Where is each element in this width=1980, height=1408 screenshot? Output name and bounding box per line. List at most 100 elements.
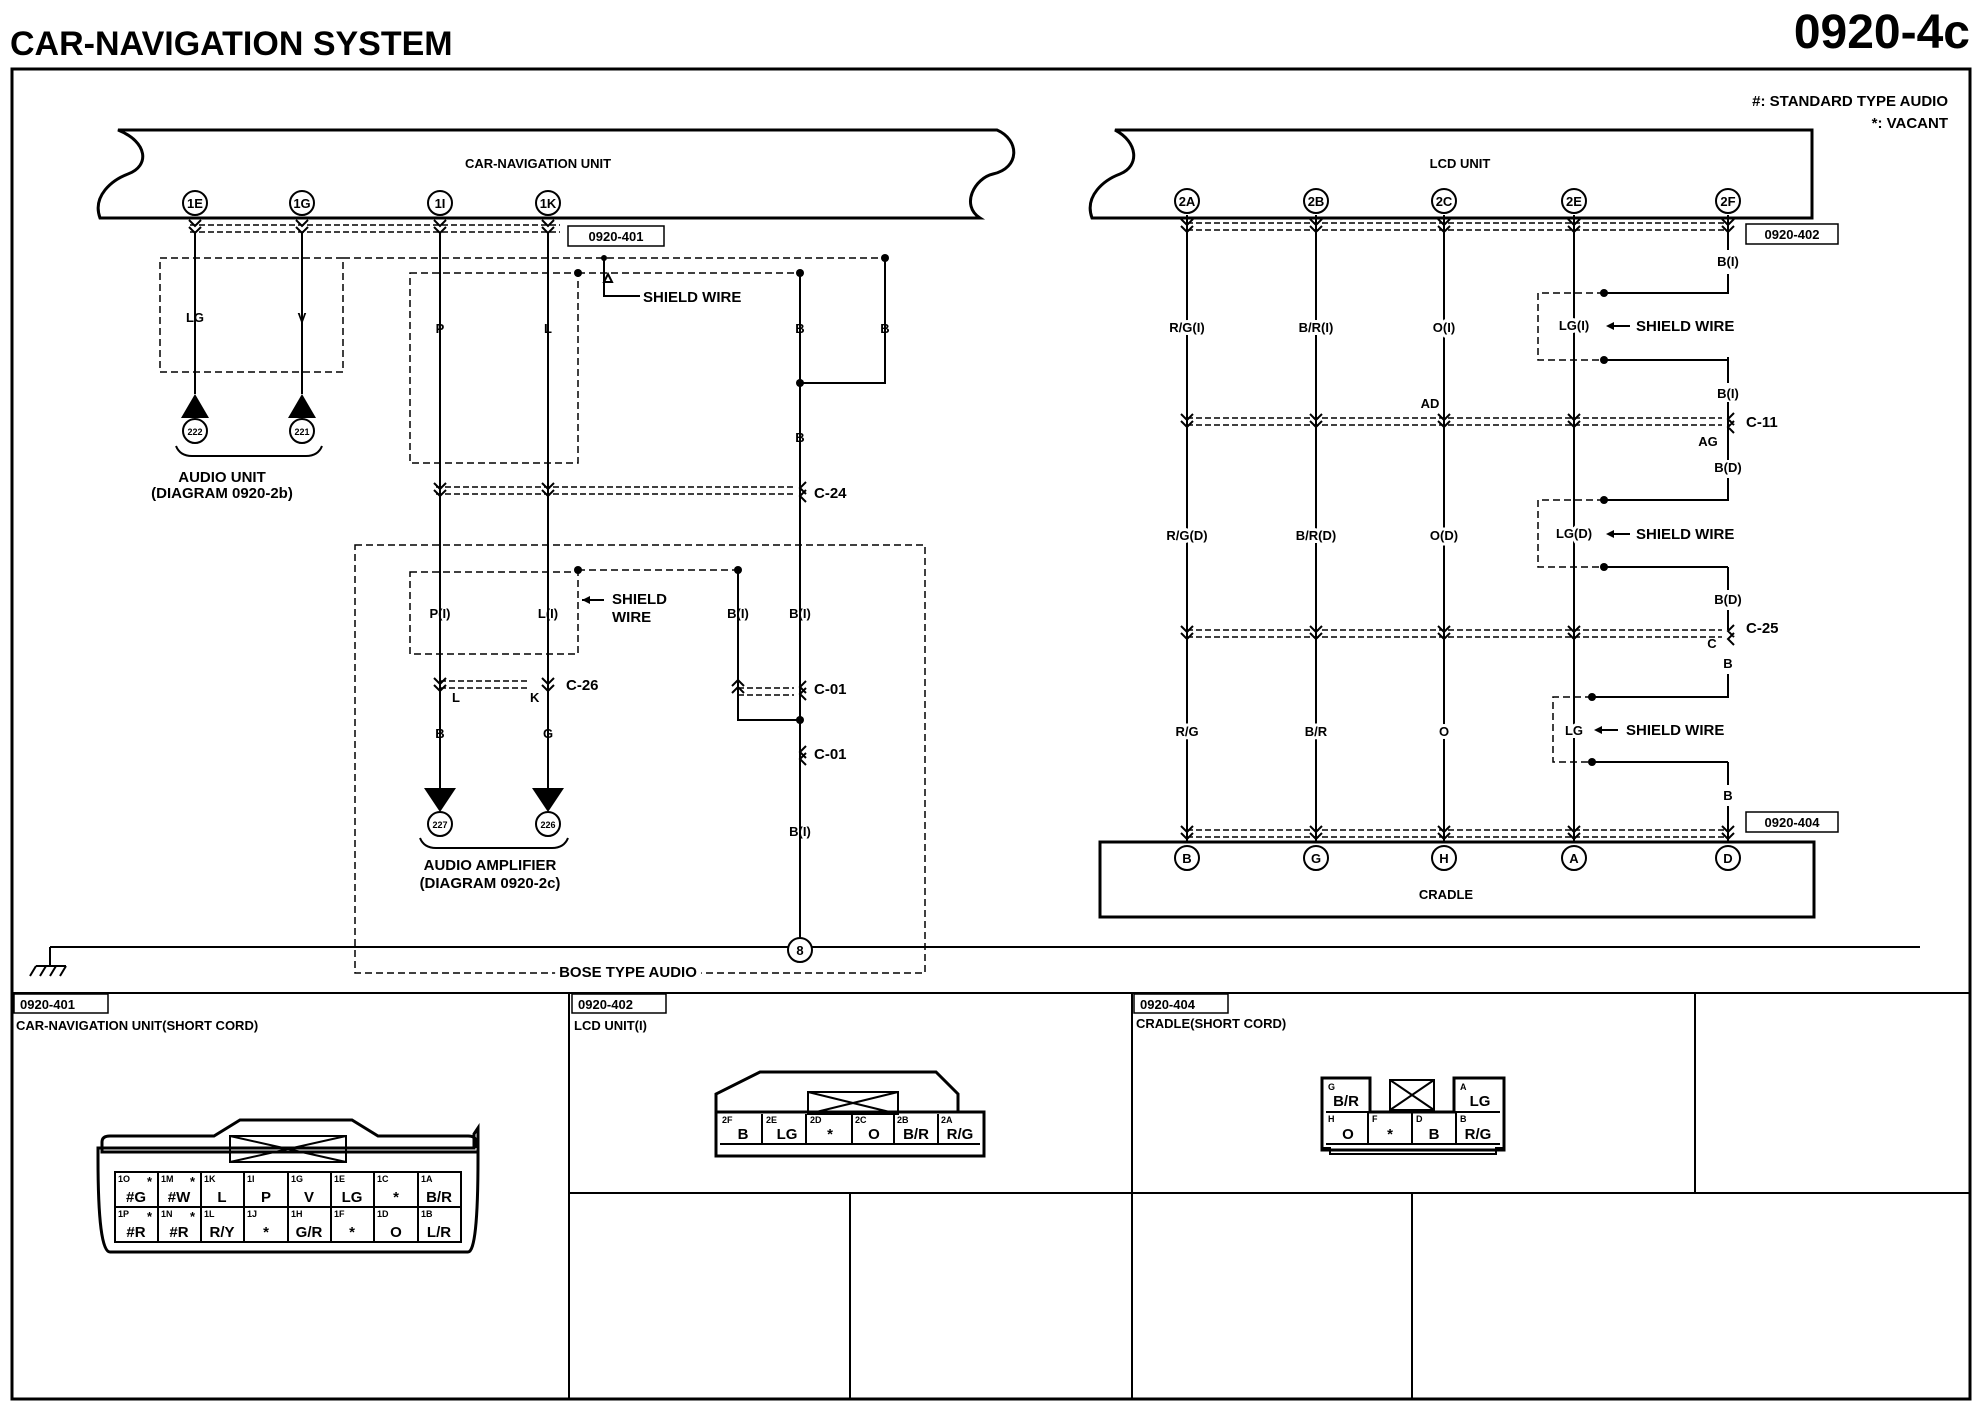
wire-amp-g: G [543, 726, 553, 741]
shield-wire-label-3: SHIELD WIRE [1636, 526, 1734, 543]
pin-2a [1174, 188, 1200, 214]
connector-panel-grid [12, 992, 1970, 1399]
wire-b-3: B [795, 430, 804, 445]
cradle-pin-d-label: D [1723, 851, 1732, 866]
pin-2a-wire: R/G [947, 1126, 974, 1143]
junction [796, 379, 804, 387]
terminal-227-label: 227 [432, 820, 447, 830]
connector-ref-401: 0920-401 [589, 229, 644, 244]
wire-ag: AG [1698, 434, 1718, 449]
connector-402-cells: 2F B 2E LG 2D * 2C O 2B B/R 2A R/G [722, 1115, 973, 1143]
connector-c01-lower [798, 745, 807, 766]
cradle-pin-g-label: G [1311, 851, 1321, 866]
pin-2a-label: 2A [1179, 194, 1196, 209]
connector-404-cells: G B/R A LG H O F * D B B R/G [1328, 1082, 1491, 1143]
cradle-pin-d-wire: B [1429, 1126, 1440, 1143]
shield-drain-1 [1604, 274, 1729, 383]
wire-2f-b: B [1723, 656, 1732, 671]
panel-404-ref: 0920-404 [1140, 997, 1196, 1012]
cradle-pin-h-id: H [1328, 1114, 1335, 1124]
pin-2f [1715, 188, 1741, 214]
pin-1m-id: 1M [161, 1174, 174, 1184]
connector-ref-402: 0920-402 [1765, 227, 1820, 242]
pin-1c-id: 1C [377, 1174, 389, 1184]
pin-1g-wire: V [304, 1189, 314, 1206]
pin-1h-id: 1H [291, 1209, 303, 1219]
pin-1e [182, 190, 208, 216]
pin-1a-id: 1A [421, 1174, 433, 1184]
wire-bi-3: B(I) [789, 824, 811, 839]
cradle-pin-a [1561, 845, 1587, 871]
nav-unit-title: CAR-NAVIGATION UNIT [465, 156, 611, 171]
shield-label: SHIELD [612, 591, 667, 608]
shield-box-p-l [409, 272, 579, 464]
pin-1l-wire: R/Y [209, 1224, 234, 1241]
connector-view-402 [714, 1070, 986, 1158]
terminal-222 [182, 418, 208, 444]
junction [796, 716, 804, 724]
pin-1k [535, 190, 561, 216]
pin-1i-id: 1I [247, 1174, 255, 1184]
shield-box-audio-unit [159, 257, 344, 373]
cradle-pin-h-label: H [1439, 851, 1448, 866]
terminal-arrow-icon [181, 394, 209, 418]
pin-2c-wire: O [868, 1126, 880, 1143]
cradle-pin-f-id: F [1372, 1114, 1378, 1124]
diagram-frame [10, 67, 1972, 1401]
wire-bi-drain [737, 570, 800, 721]
pin-1p-id: 1P [118, 1209, 129, 1219]
shield-box-lcd-1 [1537, 292, 1604, 361]
panel-401-ref-box [13, 993, 109, 1014]
wire-b-1: B [795, 321, 804, 336]
connector-ref-401-box [567, 225, 665, 247]
pin-1j-id: 1J [247, 1209, 257, 1219]
wire-lg-d: LG(D) [1556, 526, 1592, 541]
wire-2f-bd-2: B(D) [1714, 592, 1741, 607]
cradle-pin-a-id: A [1460, 1082, 1467, 1092]
ground-point-label: 8 [796, 943, 803, 958]
panel-404-ref-box [1133, 993, 1229, 1014]
pin-2f-id: 2F [722, 1115, 733, 1125]
shield-wire-label-2: SHIELD WIRE [1636, 318, 1734, 335]
pin-1n-id: 1N [161, 1209, 173, 1219]
cradle-pins: B G H A D [1174, 845, 1741, 871]
cradle-block [1098, 840, 1816, 919]
diagram-number: 0920-4c [1794, 6, 1970, 59]
cradle-pin-a-label: A [1569, 851, 1579, 866]
pin-1o-star: * [147, 1174, 153, 1189]
junction [574, 269, 582, 277]
pin-2b [1303, 188, 1329, 214]
terminal-arrow-icon [532, 788, 564, 812]
pin-1g-label: 1G [293, 196, 310, 211]
pin-2d-id: 2D [810, 1115, 822, 1125]
pin-1i-label: 1I [435, 196, 446, 211]
terminal-221-label: 221 [294, 427, 309, 437]
legend-standard: #: STANDARD TYPE AUDIO [1752, 93, 1948, 110]
wire-ad: AD [1421, 396, 1440, 411]
shield-box-amp [409, 571, 579, 655]
shield-drain-2 [1604, 478, 1729, 590]
connector-c01-upper [731, 678, 807, 701]
pin-1m-star: * [190, 1174, 196, 1189]
connector-view-404 [1320, 1076, 1506, 1155]
legend-vacant: *: VACANT [1872, 115, 1948, 132]
arrow-icon [602, 271, 614, 283]
terminal-226 [535, 811, 561, 837]
pin-2d-wire: * [827, 1126, 833, 1143]
wire-lg-2: LG [1565, 723, 1583, 738]
cradle-pin-a-wire: LG [1470, 1093, 1491, 1110]
nav-unit-pins: 1E 1G 1I 1K [182, 190, 561, 216]
pin-1i-wire: P [261, 1189, 271, 1206]
audio-unit-diagram: (DIAGRAM 0920-2b) [151, 485, 293, 502]
lcd-unit-pins: 2A 2B 2C 2E 2F [1174, 188, 1741, 214]
bose-audio-region [354, 544, 926, 974]
junction [574, 566, 582, 574]
bose-type-audio-label: BOSE TYPE AUDIO [559, 964, 697, 981]
junction [1588, 758, 1596, 766]
audio-amp-title: AUDIO AMPLIFIER [424, 857, 557, 874]
wire-c: C [1707, 636, 1717, 651]
pin-l-label: L [452, 690, 460, 705]
cradle-pin-b [1174, 845, 1200, 871]
connector-c24 [433, 481, 807, 503]
